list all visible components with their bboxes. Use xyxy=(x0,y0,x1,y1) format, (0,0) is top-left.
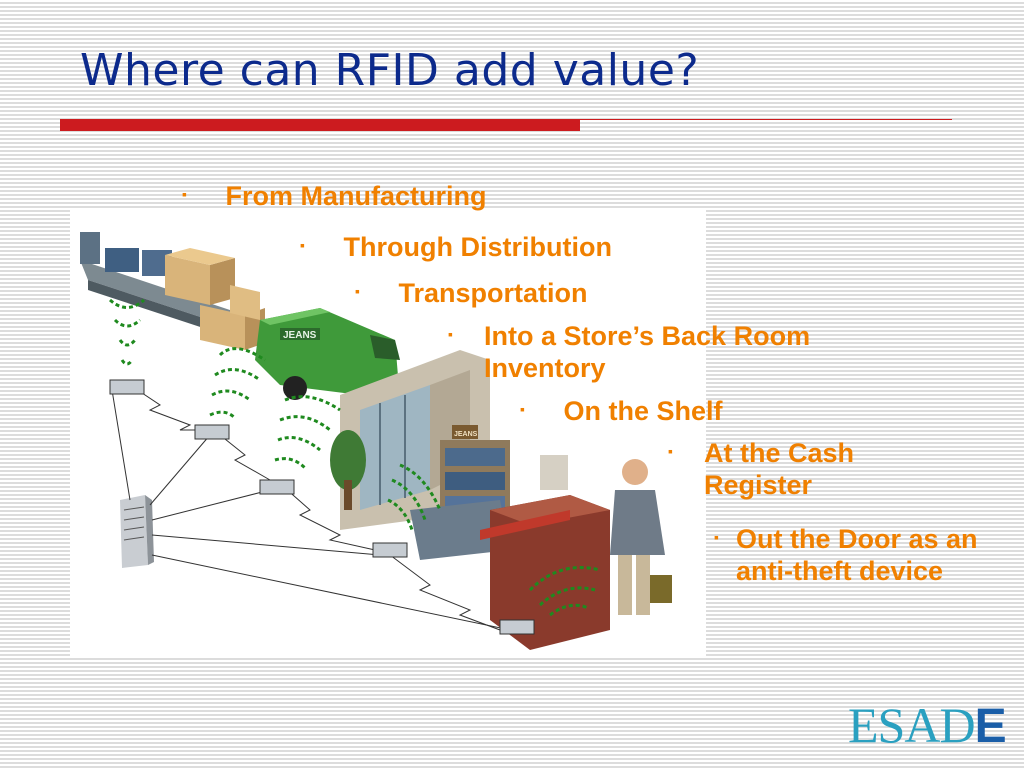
bullet-marker: ▪ xyxy=(355,282,360,299)
cash-counter xyxy=(480,455,610,650)
bullet-marker: ▪ xyxy=(300,236,305,253)
network-links xyxy=(111,384,511,631)
bullet-text: From Manufacturing xyxy=(225,181,487,211)
shipping-boxes xyxy=(165,248,265,350)
bullet-marker: ▪ xyxy=(520,400,525,417)
bullet-cash-register: ▪ At the Cash Register xyxy=(668,437,908,501)
rfid-readers xyxy=(109,379,535,635)
bullet-marker: ▪ xyxy=(714,529,719,545)
illustration-svg: JEANS JEANS xyxy=(80,232,672,650)
bullet-text: Out the Door as an anti-theft device xyxy=(736,524,978,586)
bullet-text: Through Distribution xyxy=(343,232,612,262)
bullet-from-manufacturing: ▪ From Manufacturing xyxy=(182,180,487,214)
logo-main-text: ESAD xyxy=(848,697,976,753)
bullet-marker: ▪ xyxy=(448,326,453,342)
slide-title: Where can RFID add value? xyxy=(80,45,700,96)
bullet-through-distribution: ▪ Through Distribution xyxy=(300,231,612,265)
shopper-figure xyxy=(610,459,672,615)
van-jeans-label: JEANS xyxy=(283,330,317,341)
bullet-marker: ▪ xyxy=(182,185,187,202)
rf-signal-arcs xyxy=(109,298,601,617)
shelf-jeans-sign: JEANS xyxy=(454,431,478,438)
bullet-out-the-door: ▪ Out the Door as an anti-theft device xyxy=(714,523,994,587)
bullet-text: At the Cash Register xyxy=(704,438,855,500)
bullet-transportation: ▪ Transportation xyxy=(355,277,588,311)
bullet-text: Into a Store’s Back Room Inventory xyxy=(484,321,811,383)
title-underline-bar xyxy=(60,119,580,131)
esade-logo: ESADE xyxy=(848,697,1007,753)
bullet-text: Transportation xyxy=(398,278,588,308)
bullet-back-room-inventory: ▪ Into a Store’s Back Room Inventory xyxy=(448,320,908,384)
bullet-marker: ▪ xyxy=(668,443,673,459)
rfid-supply-chain-illustration: JEANS JEANS xyxy=(70,210,706,658)
bullet-text: On the Shelf xyxy=(563,396,723,426)
bullet-on-the-shelf: ▪ On the Shelf xyxy=(520,395,723,429)
clothing-shelves: JEANS xyxy=(410,425,510,560)
server-tower xyxy=(120,495,154,568)
title-underline-line xyxy=(580,119,952,120)
logo-last-letter: E xyxy=(974,700,1007,753)
